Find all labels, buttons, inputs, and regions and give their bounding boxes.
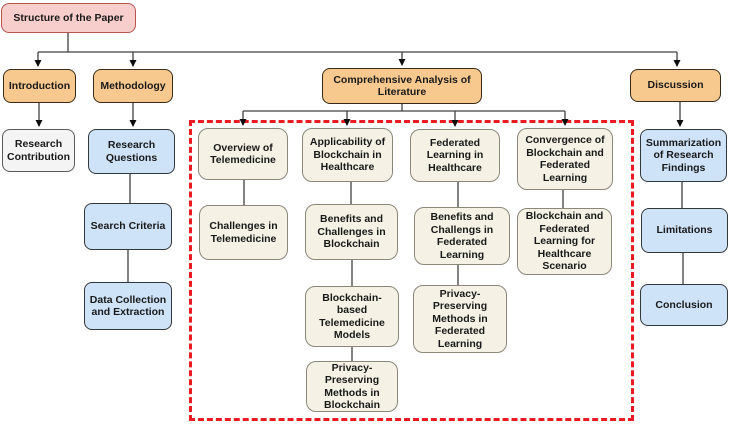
node-applicability-blockchain: Applicability of Blockchain in Healthcar… [302,128,393,182]
node-label: Structure of the Paper [13,11,124,24]
node-label: Search Criteria [90,220,166,233]
node-label: Comprehensive Analysis of Literature [333,73,471,99]
node-label: Benefits and Challengs in Federated Lear… [430,211,494,261]
node-label: Convergence of Blockchain and Federated … [525,134,605,184]
node-structure-of-the-paper: Structure of the Paper [1,3,136,33]
node-label: Blockchain-based Telemedicine Models [319,291,385,342]
node-research-contribution: Research Contribution [2,129,75,172]
node-federated-learning-healthcare: Federated Learning in Healthcare [410,129,500,182]
node-benefits-federated: Benefits and Challengs in Federated Lear… [414,207,510,265]
node-privacy-methods-federated: Privacy-Preserving Methods in Federated … [413,285,507,353]
node-label: Conclusion [655,298,713,311]
node-label: Federated Learning in Healthcare [426,136,484,174]
node-discussion: Discussion [630,69,721,102]
node-data-collection: Data Collection and Extraction [84,282,172,330]
node-benefits-blockchain: Benefits and Challenges in Blockchain [305,204,398,260]
node-label: Applicability of Blockchain in Healthcar… [309,136,386,174]
node-introduction: Introduction [3,69,76,103]
node-comprehensive-analysis: Comprehensive Analysis of Literature [322,68,482,104]
node-label: Overview of Telemedicine [210,141,276,167]
node-label: Research Contribution [7,138,70,163]
node-blockchain-telemedicine-models: Blockchain-based Telemedicine Models [305,286,399,347]
node-label: Summarization of Research Findings [645,136,722,174]
node-label: Blockchain and Federated Learning for He… [525,210,604,273]
node-challenges-telemedicine: Challenges in Telemedicine [199,205,288,260]
literature-group-dashed-border [189,120,634,421]
node-overview-telemedicine: Overview of Telemedicine [198,128,288,180]
node-limitations: Limitations [641,208,728,253]
node-label: Introduction [8,79,71,92]
node-summarization-findings: Summarization of Research Findings [640,129,727,182]
node-label: Methodology [100,79,166,92]
node-label: Limitations [656,224,713,237]
node-research-questions: Research Questions [88,129,175,174]
node-convergence-blockchain-federated: Convergence of Blockchain and Federated … [517,128,613,190]
node-label: Privacy-Preserving Methods in Blockchain [323,361,381,412]
node-methodology: Methodology [93,69,173,103]
node-blockchain-federated-scenario: Blockchain and Federated Learning for He… [517,208,612,275]
node-label: Discussion [647,79,704,92]
node-label: Research Questions [105,139,158,164]
node-label: Challenges in Telemedicine [209,220,278,245]
node-label: Benefits and Challenges in Blockchain [317,213,386,251]
node-label: Data Collection and Extraction [89,293,167,319]
node-privacy-methods-blockchain: Privacy-Preserving Methods in Blockchain [306,361,398,412]
node-label: Privacy-Preserving Methods in Federated … [432,287,488,350]
node-search-criteria: Search Criteria [84,203,172,250]
node-conclusion: Conclusion [640,284,728,326]
